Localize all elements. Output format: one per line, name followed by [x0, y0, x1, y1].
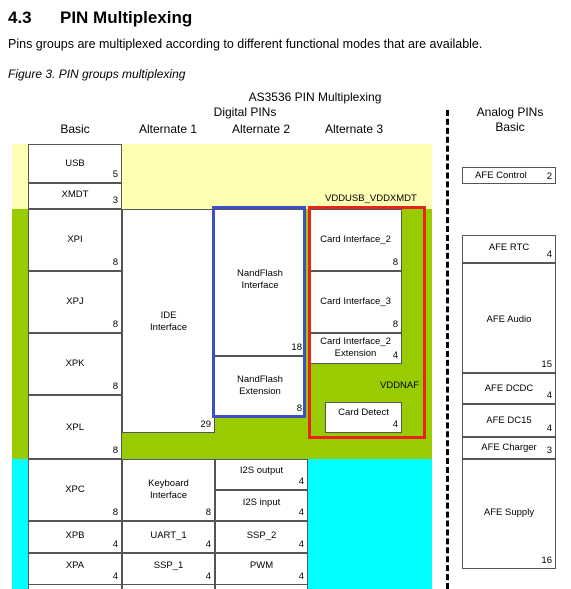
column-header-basic: Basic — [60, 122, 90, 136]
alt2-i2s-input: I2S input 4 — [215, 490, 308, 521]
alt1-column-continuation — [122, 585, 215, 589]
section-title: PIN Multiplexing — [60, 8, 193, 27]
intro-paragraph: Pins groups are multiplexed according to… — [8, 37, 483, 51]
alt2-pwm: PWM 4 — [215, 553, 308, 585]
pin-group-xpb: XPB 4 — [28, 521, 122, 553]
pin-group-usb: USB 5 — [28, 144, 122, 183]
alt1-ssp-1: SSP_1 4 — [122, 553, 215, 585]
pin-group-xpl: XPL 8 — [28, 395, 122, 459]
alt1-keyboard-interface: Keyboard Interface 8 — [122, 459, 215, 521]
analog-basic-heading: Basic — [495, 120, 525, 134]
analog-afe-control: AFE Control 2 — [462, 167, 556, 184]
digital-pins-heading: Digital PINs — [213, 105, 277, 119]
diagram-title: AS3536 PIN Multiplexing — [248, 90, 382, 104]
analog-pins-heading: Analog PINs — [476, 105, 544, 119]
alt3-card-interface-2: Card Interface_2 8 — [309, 209, 402, 271]
alt2-column-continuation — [215, 585, 308, 589]
analog-afe-rtc: AFE RTC 4 — [462, 235, 556, 263]
alt3-card-interface-3: Card Interface_3 8 — [309, 271, 402, 333]
alt1-ide-interface: IDE Interface 29 — [122, 209, 215, 433]
digital-analog-divider — [446, 110, 449, 589]
card-interface-highlight-frame — [308, 206, 426, 439]
pin-group-xpk: XPK 8 — [28, 333, 122, 395]
nandflash-highlight-frame — [212, 206, 306, 418]
column-header-alt2: Alternate 2 — [231, 122, 291, 136]
section-number: 4.3 — [8, 8, 32, 27]
alt2-ssp-2: SSP_2 4 — [215, 521, 308, 553]
basic-column-continuation — [28, 585, 122, 589]
figure-caption: Figure 3. PIN groups multiplexing — [8, 67, 186, 81]
pin-group-xpi: XPI 8 — [28, 209, 122, 271]
pin-group-xpc: XPC 8 — [28, 459, 122, 521]
alt2-nandflash-extension: NandFlash Extension 8 — [214, 356, 306, 417]
alt3-card-interface-2-extension: Card Interface_2 Extension 4 — [309, 333, 402, 364]
vddusb-label: VDDUSB_VDDXMDT — [325, 193, 417, 204]
pin-group-xpj: XPJ 8 — [28, 271, 122, 333]
analog-afe-charger: AFE Charger 3 — [462, 437, 556, 459]
section-heading: 4.3 PIN Multiplexing — [8, 8, 192, 28]
alt1-uart-1: UART_1 4 — [122, 521, 215, 553]
analog-afe-dc15: AFE DC15 4 — [462, 404, 556, 437]
pin-group-xmdt: XMDT 3 — [28, 183, 122, 209]
alt2-i2s-output: I2S output 4 — [215, 459, 308, 490]
analog-afe-dcdc: AFE DCDC 4 — [462, 373, 556, 404]
column-header-alt3: Alternate 3 — [324, 122, 384, 136]
analog-afe-audio: AFE Audio 15 — [462, 263, 556, 373]
column-header-alt1: Alternate 1 — [138, 122, 198, 136]
pin-group-xpa: XPA 4 — [28, 553, 122, 585]
alt3-card-detect: Card Detect 4 — [325, 402, 402, 433]
analog-afe-supply: AFE Supply 16 — [462, 459, 556, 569]
vddnaf-label: VDDNAF — [380, 380, 420, 391]
